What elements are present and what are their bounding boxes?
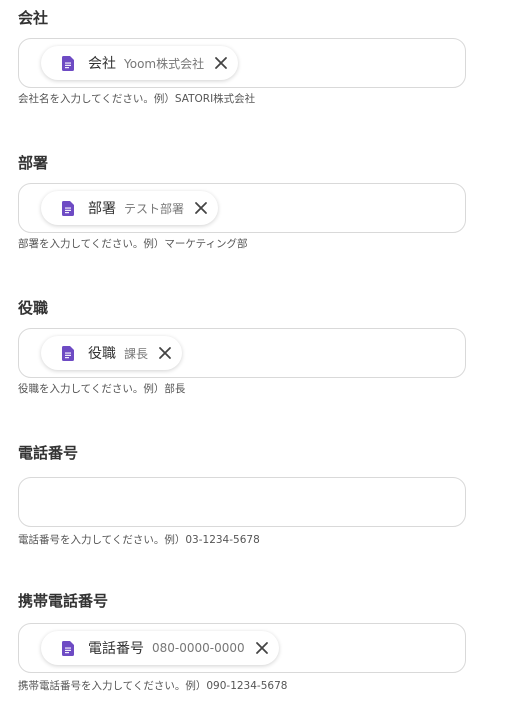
document-icon — [62, 55, 74, 71]
field-help: 役職を入力してください。例）部長 — [18, 383, 186, 395]
variable-chip[interactable]: 電話番号 080-0000-0000 — [41, 631, 279, 665]
company-input[interactable]: 会社 Yoom株式会社 — [18, 38, 466, 88]
field-help: 携帯電話番号を入力してください。例）090-1234-5678 — [18, 680, 288, 692]
position-input[interactable]: 役職 課長 — [18, 328, 466, 378]
field-label: 電話番号 — [18, 444, 79, 462]
field-label: 部署 — [18, 154, 49, 172]
field-help: 部署を入力してください。例）マーケティング部 — [18, 238, 248, 250]
close-icon[interactable] — [214, 56, 228, 70]
document-icon — [62, 640, 74, 656]
department-input[interactable]: 部署 テスト部署 — [18, 183, 466, 233]
chip-name: 電話番号 — [88, 641, 144, 657]
chip-value: 080-0000-0000 — [152, 641, 245, 655]
mobile-phone-input[interactable]: 電話番号 080-0000-0000 — [18, 623, 466, 673]
document-icon — [62, 200, 74, 216]
chip-value: Yoom株式会社 — [124, 56, 205, 71]
field-help: 会社名を入力してください。例）SATORI株式会社 — [18, 93, 256, 105]
field-label: 役職 — [18, 299, 49, 317]
close-icon[interactable] — [255, 641, 269, 655]
close-icon[interactable] — [194, 201, 208, 215]
chip-name: 会社 — [88, 56, 116, 72]
field-label: 携帯電話番号 — [18, 592, 109, 610]
variable-chip[interactable]: 会社 Yoom株式会社 — [41, 46, 239, 80]
chip-value: テスト部署 — [124, 201, 185, 216]
chip-value: 課長 — [124, 346, 149, 361]
phone-input[interactable] — [18, 477, 466, 527]
close-icon[interactable] — [158, 346, 172, 360]
chip-name: 役職 — [88, 346, 116, 362]
chip-name: 部署 — [88, 201, 116, 217]
field-help: 電話番号を入力してください。例）03-1234-5678 — [18, 534, 260, 546]
variable-chip[interactable]: 役職 課長 — [41, 336, 183, 370]
document-icon — [62, 345, 74, 361]
variable-chip[interactable]: 部署 テスト部署 — [41, 191, 219, 225]
field-label: 会社 — [18, 9, 49, 27]
